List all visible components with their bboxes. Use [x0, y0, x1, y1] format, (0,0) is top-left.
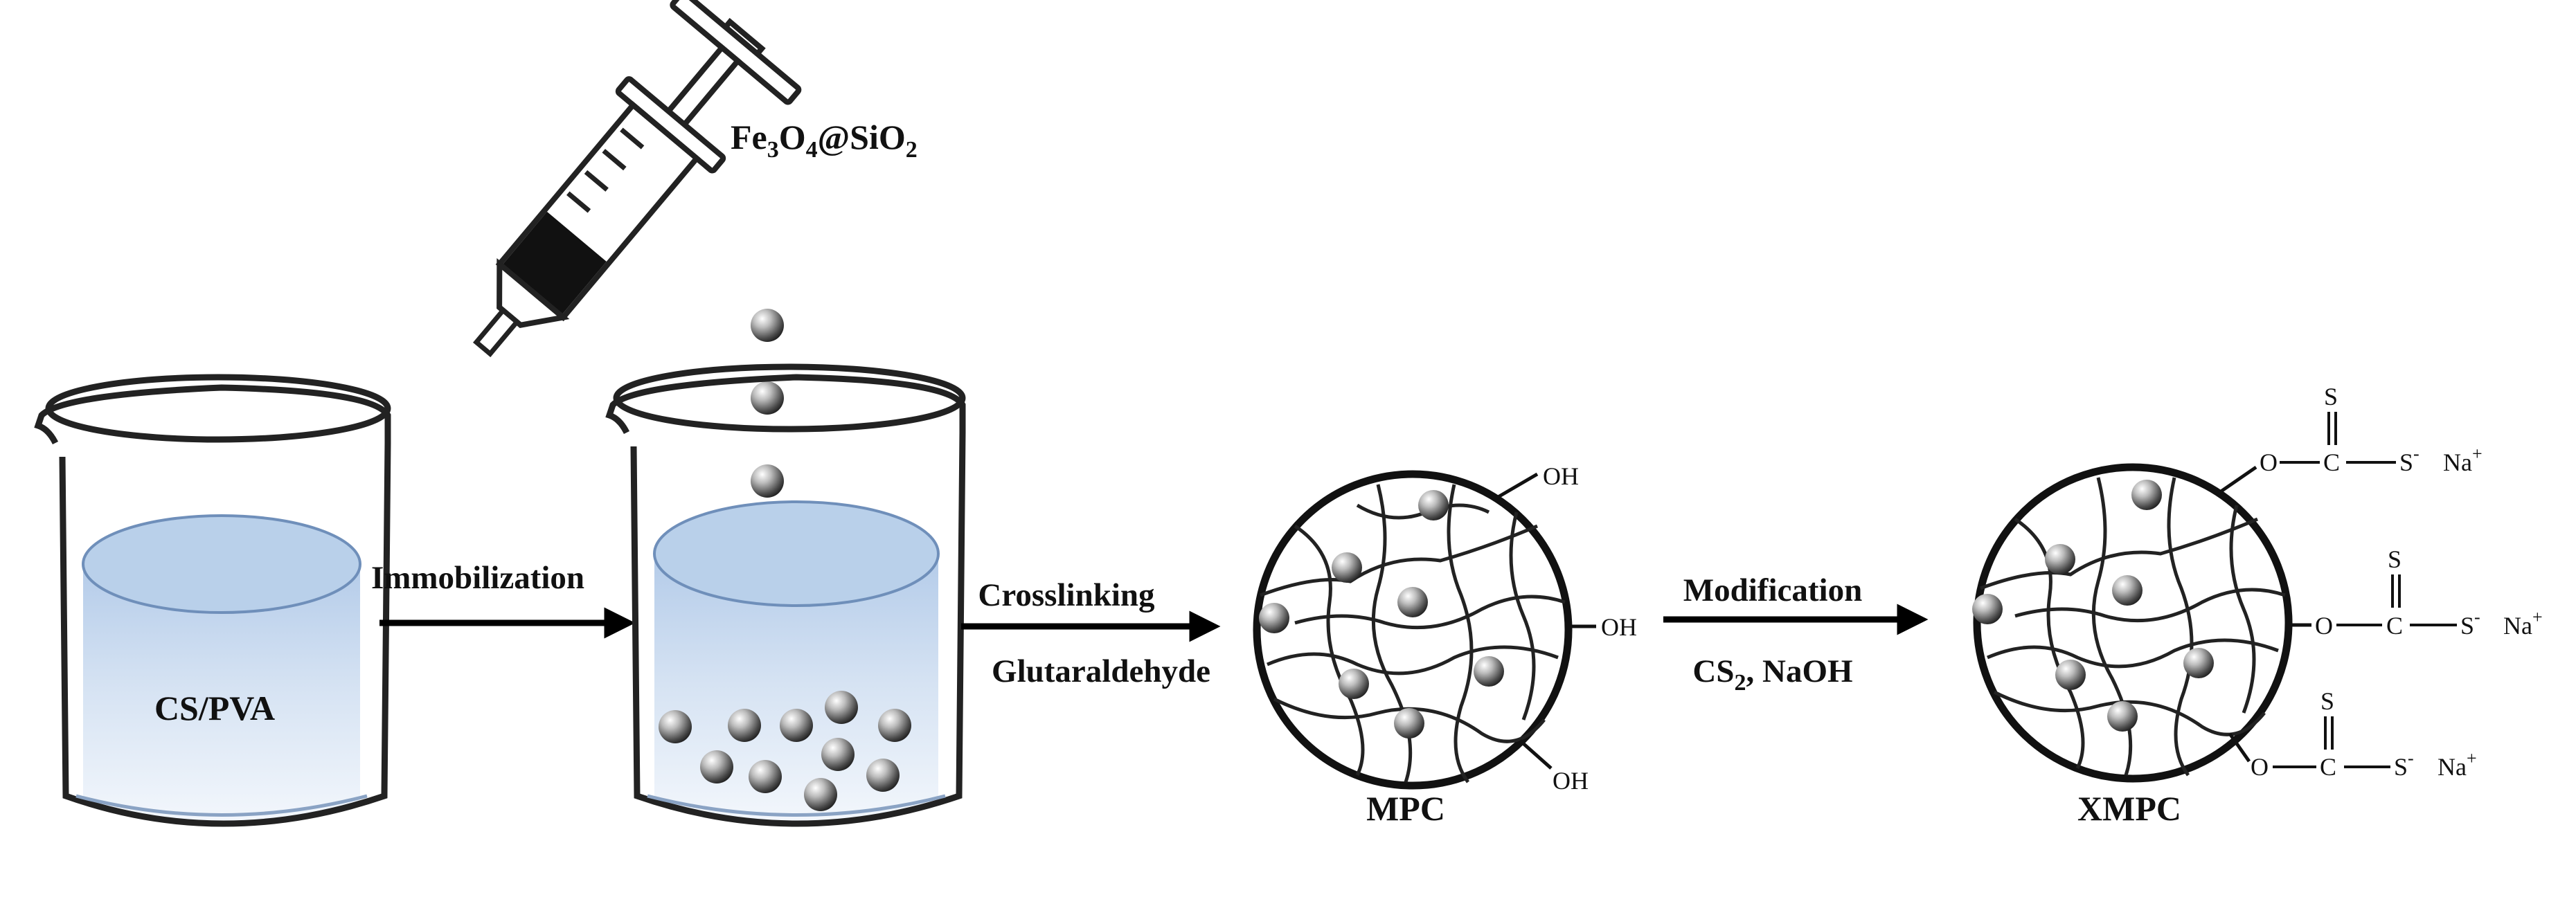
polymer-network — [1260, 484, 1566, 783]
beaker-2-liquid-surface — [653, 500, 940, 607]
arrow-immobilization: Immobilization — [371, 560, 636, 639]
xmpc-particle: O C S S- Na+ O C S S- Na+ O — [1972, 383, 2543, 828]
xanthate-group-1: O C S S- Na+ — [2215, 383, 2483, 497]
svg-text:S-: S- — [2399, 444, 2420, 476]
arrow-2-bottom-label: Glutaraldehyde — [992, 653, 1210, 689]
svg-text:OH: OH — [1601, 613, 1637, 641]
arrow-1-label: Immobilization — [371, 560, 584, 596]
svg-text:S-: S- — [2394, 748, 2414, 781]
arrow-modification: Modification CS2, NaOH — [1663, 572, 1929, 696]
arrow-3-top-label: Modification — [1683, 572, 1862, 608]
reagent-label: Fe3O4@SiO2 — [731, 118, 918, 163]
beaker-2-glass — [605, 374, 966, 827]
svg-text:S: S — [2320, 687, 2334, 715]
arrow-crosslinking: Crosslinking Glutaraldehyde — [961, 577, 1221, 689]
svg-text:O: O — [2315, 612, 2333, 640]
xanthate-group-3: O C S S- Na+ — [2228, 687, 2477, 781]
xmpc-embedded-particles — [1972, 480, 2214, 732]
xmpc-label: XMPC — [2077, 789, 2181, 828]
mpc-embedded-particles — [1259, 490, 1504, 739]
beaker-2 — [605, 363, 966, 827]
svg-text:S: S — [2388, 545, 2401, 573]
svg-text:OH: OH — [1553, 767, 1589, 795]
beaker-1: CS/PVA — [34, 374, 391, 827]
svg-text:C: C — [2323, 448, 2340, 476]
arrow-2-top-label: Crosslinking — [978, 577, 1155, 613]
svg-text:OH: OH — [1543, 462, 1579, 490]
arrow-3-bottom-label: CS2, NaOH — [1692, 653, 1852, 696]
svg-text:O: O — [2251, 753, 2269, 781]
beaker-2-rim — [613, 363, 966, 433]
svg-text:Na+: Na+ — [2503, 607, 2543, 640]
hydroxyl-groups: OH OH OH — [1494, 462, 1637, 795]
beaker-1-label: CS/PVA — [154, 689, 275, 727]
svg-text:C: C — [2320, 753, 2336, 781]
svg-text:S: S — [2324, 383, 2338, 410]
svg-text:Na+: Na+ — [2438, 748, 2477, 781]
xanthate-group-2: O C S S- Na+ — [2289, 545, 2543, 640]
svg-text:O: O — [2260, 448, 2278, 476]
mpc-label: MPC — [1366, 789, 1445, 828]
svg-text:C: C — [2386, 612, 2403, 640]
beaker-1-liquid-surface — [82, 514, 361, 614]
svg-text:Na+: Na+ — [2443, 444, 2483, 476]
settled-particles — [659, 691, 911, 811]
beaker-1-rim — [45, 374, 391, 443]
mpc-particle: OH OH OH MPC — [1253, 462, 1637, 828]
falling-particles — [751, 309, 784, 498]
syringe-icon — [472, 0, 802, 358]
svg-text:S-: S- — [2460, 607, 2480, 640]
beaker-1-glass — [34, 384, 391, 827]
